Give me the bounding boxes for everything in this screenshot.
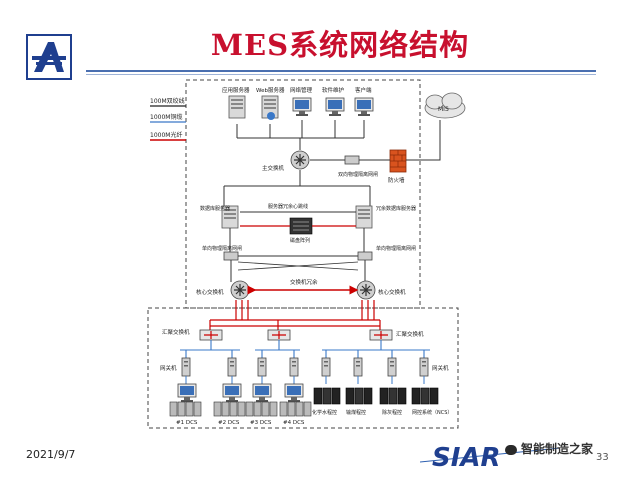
server-label-client: 客户端: [355, 86, 372, 94]
server-label-maint: 软件维护: [322, 86, 345, 94]
title-rule-thin: [86, 74, 596, 75]
legend-label-copper: 1000M铜缆: [150, 113, 182, 121]
isolation-device-right: [357, 251, 373, 261]
firewall-icon: [389, 149, 407, 173]
slide-date: 2021/9/7: [26, 448, 76, 461]
gateway-right-label: 网关机: [432, 364, 449, 372]
dcs-label-4: #4 DCS: [283, 420, 305, 426]
plc-label-water: 化学水程控: [312, 409, 337, 416]
dcs-label-1: #1 DCS: [176, 420, 198, 426]
isolation-top-label: 双向物理隔离网闸: [338, 171, 378, 178]
core-switch-left-label: 核心交换机: [196, 288, 224, 296]
server-label-app: 应用服务器: [222, 86, 250, 94]
watermark: 智能制造之家: [505, 440, 593, 457]
isolation-device-top: [344, 155, 360, 165]
gateway-left-label: 网关机: [160, 364, 177, 372]
db-server-right-label: 冗余数据库服务器: [376, 205, 416, 212]
plc-label-coal: 输煤程控: [346, 409, 366, 416]
footer-logo: SIAR: [420, 443, 560, 470]
isolation-device-left: [223, 251, 239, 261]
svg-text:SIAR: SIAR: [432, 443, 501, 470]
mis-label: MIS: [438, 106, 449, 113]
watermark-text: 智能制造之家: [521, 442, 594, 456]
agg-left-label: 汇聚交换机: [162, 328, 190, 336]
legend-label-fiber: 1000M光纤: [150, 131, 182, 139]
mis-cloud-icon: [424, 92, 466, 119]
plc-label-ash: 除灰程控: [382, 409, 402, 416]
disk-array-icon: [289, 217, 313, 235]
main-switch-label: 主交换机: [262, 164, 285, 172]
isolation-right-label: 单向物理隔离网闸: [376, 245, 416, 252]
disk-array-label: 磁盘阵列: [290, 237, 310, 244]
agg-right-label: 汇聚交换机: [396, 330, 424, 338]
title-rule: [86, 70, 596, 72]
legend-label-twisted: 100M双绞线: [150, 97, 185, 105]
db-link-label: 服务器冗余心跳线: [268, 203, 308, 210]
slide-title: MES系统网络结构: [210, 28, 470, 62]
wechat-icon: [505, 444, 517, 455]
legend: [150, 105, 186, 141]
server-label-netmgmt: 网络管理: [290, 86, 313, 94]
plc-label-ncs: 网控系统（NCS）: [412, 409, 452, 416]
server-label-web: Web服务器: [256, 86, 285, 94]
lower-zone-border: [147, 307, 459, 429]
firewall-label: 防火墙: [388, 176, 405, 184]
page-number: 33: [596, 452, 609, 463]
dcs-label-2: #2 DCS: [218, 420, 240, 426]
dcs-label-3: #3 DCS: [250, 420, 272, 426]
core-switch-right-label: 核心交换机: [378, 288, 406, 296]
company-logo: [26, 34, 72, 80]
isolation-left-label: 单向物理隔离网闸: [202, 245, 242, 252]
db-server-left-label: 数据库服务器: [200, 205, 230, 212]
core-redundancy-label: 交换机冗余: [290, 278, 318, 286]
